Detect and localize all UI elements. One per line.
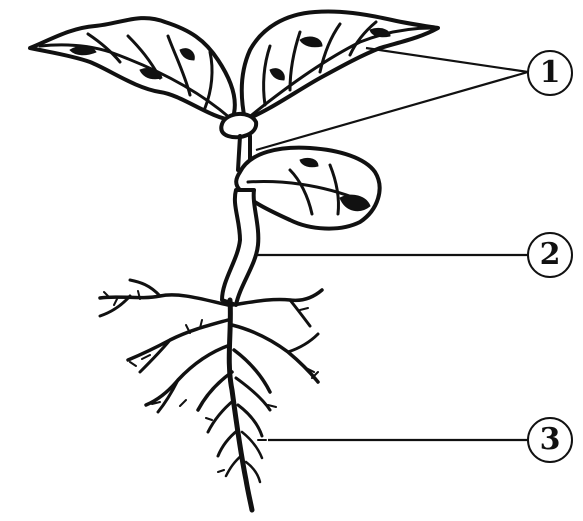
terminal-bud	[221, 114, 256, 137]
leader-line-1a	[366, 48, 528, 72]
label-3: 3	[527, 417, 573, 463]
root-system	[100, 280, 322, 510]
hypocotyl	[222, 190, 258, 305]
label-2: 2	[527, 232, 573, 278]
label-1: 1	[527, 50, 573, 96]
left-leaf	[30, 18, 235, 120]
right-leaf	[242, 11, 438, 120]
leader-lines	[256, 48, 528, 440]
